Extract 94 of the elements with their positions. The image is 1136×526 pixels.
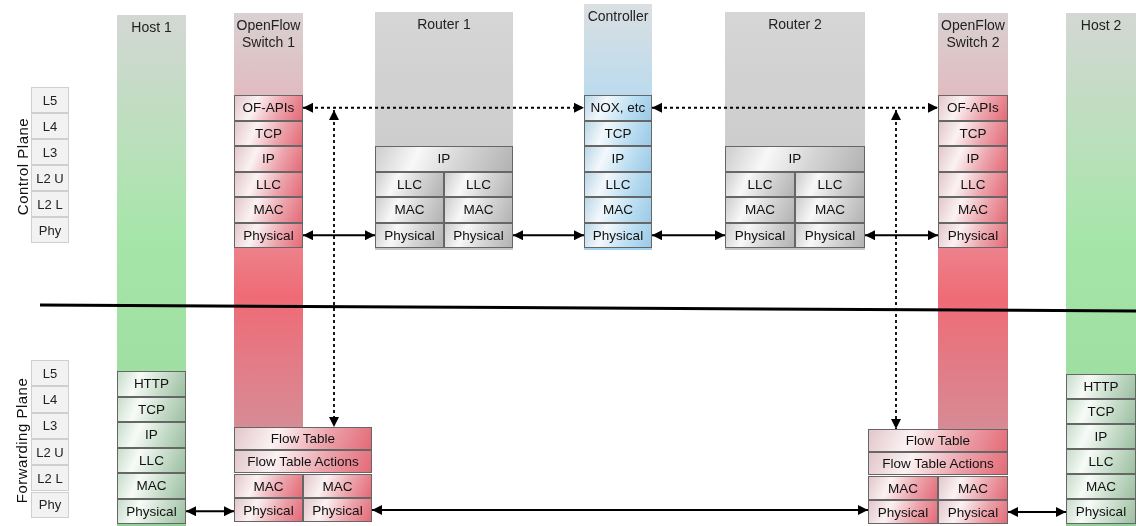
protocol-layer: Flow Table Actions [234, 450, 372, 473]
double-arrow [1007, 507, 1067, 517]
protocol-layer: LLC [725, 171, 795, 197]
protocol-layer: Physical [1066, 499, 1136, 524]
protocol-layer: Physical [938, 222, 1008, 248]
protocol-layer: Physical [584, 222, 652, 248]
dashed-double-arrow [891, 109, 901, 430]
device-column [584, 4, 652, 250]
column-heading: Controller [586, 8, 650, 25]
protocol-layer: MAC [234, 197, 303, 223]
dashed-double-arrow [329, 109, 339, 428]
protocol-layer: Physical [444, 222, 513, 248]
protocol-layer: IP [938, 146, 1008, 172]
dashed-double-arrow [302, 102, 585, 113]
protocol-layer: LLC [938, 171, 1008, 197]
layer-label: Phy [31, 217, 69, 243]
protocol-layer: Physical [234, 498, 303, 522]
layer-label: L5 [31, 87, 69, 113]
protocol-layer: MAC [444, 197, 513, 223]
protocol-layer: LLC [117, 447, 186, 473]
dashed-double-arrow [651, 102, 939, 113]
layer-label: L2 L [31, 191, 69, 217]
layer-label: L4 [31, 386, 69, 413]
protocol-layer: MAC [795, 197, 865, 223]
protocol-layer: OF-APIs [938, 95, 1008, 121]
device-column [1066, 13, 1136, 526]
double-arrow [302, 230, 376, 241]
protocol-layer: MAC [938, 476, 1008, 500]
protocol-layer: IP [1066, 424, 1136, 449]
device-column [234, 13, 303, 429]
protocol-layer: Physical [117, 498, 186, 524]
layer-label: L2 L [31, 465, 69, 492]
double-arrow [185, 506, 235, 517]
device-column [117, 15, 186, 526]
protocol-layer: IP [234, 146, 303, 172]
protocol-layer: HTTP [117, 371, 186, 397]
protocol-layer: Physical [234, 222, 303, 248]
device-column [375, 12, 513, 250]
double-arrow [651, 230, 726, 241]
layer-label: L2 U [31, 438, 69, 466]
protocol-layer: HTTP [1066, 374, 1136, 399]
protocol-layer: MAC [117, 473, 186, 499]
protocol-layer: TCP [117, 396, 186, 422]
column-heading: Router 2 [767, 16, 823, 33]
double-arrow [371, 505, 869, 515]
column-heading: Host 1 [130, 19, 173, 36]
protocol-layer: Physical [938, 500, 1008, 524]
protocol-layer: LLC [375, 171, 444, 197]
protocol-layer: LLC [795, 171, 865, 197]
protocol-layer: Flow Table Actions [868, 452, 1008, 475]
protocol-layer: TCP [1066, 399, 1136, 424]
protocol-layer: Physical [375, 222, 444, 248]
protocol-layer: IP [375, 146, 513, 172]
protocol-layer: Physical [725, 222, 795, 248]
protocol-layer: IP [117, 422, 186, 448]
protocol-layer: Flow Table [234, 427, 372, 450]
protocol-layer: MAC [938, 197, 1008, 223]
protocol-layer: OF-APIs [234, 95, 303, 121]
protocol-layer: MAC [375, 197, 444, 223]
device-column [725, 12, 865, 250]
column-heading: OpenFlow Switch 1 [235, 17, 302, 51]
column-heading: OpenFlow Switch 2 [940, 17, 1006, 51]
protocol-layer: MAC [868, 476, 938, 500]
protocol-layer: TCP [938, 120, 1008, 146]
protocol-layer: MAC [725, 197, 795, 223]
column-heading: Host 2 [1079, 17, 1123, 34]
double-arrow [864, 230, 939, 241]
protocol-layer: NOX, etc [584, 95, 652, 121]
protocol-layer: Physical [303, 498, 372, 522]
layer-label: L4 [31, 113, 69, 139]
column-heading: Router 1 [416, 16, 472, 33]
protocol-layer: TCP [584, 120, 652, 146]
protocol-layer: LLC [1066, 449, 1136, 474]
protocol-layer: MAC [234, 474, 303, 498]
protocol-layer: LLC [444, 171, 513, 197]
protocol-layer: TCP [234, 120, 303, 146]
layer-label: L3 [31, 412, 69, 439]
plane-label: Forwarding Plane [13, 377, 31, 503]
protocol-layer: IP [584, 146, 652, 172]
protocol-layer: IP [725, 146, 865, 172]
protocol-layer: MAC [303, 474, 372, 498]
protocol-layer: LLC [584, 171, 652, 197]
layer-label: L2 U [31, 165, 69, 191]
double-arrow [512, 230, 585, 241]
plane-label: Control Plane [13, 117, 31, 215]
protocol-layer: Physical [795, 222, 865, 248]
layer-label: L5 [31, 360, 69, 387]
protocol-layer: Flow Table [868, 429, 1008, 452]
layer-label: Phy [31, 491, 69, 518]
layer-label: L3 [31, 139, 69, 165]
protocol-layer: Physical [868, 500, 938, 524]
protocol-layer: LLC [234, 171, 303, 197]
protocol-layer: MAC [1066, 474, 1136, 499]
protocol-layer: MAC [584, 197, 652, 223]
